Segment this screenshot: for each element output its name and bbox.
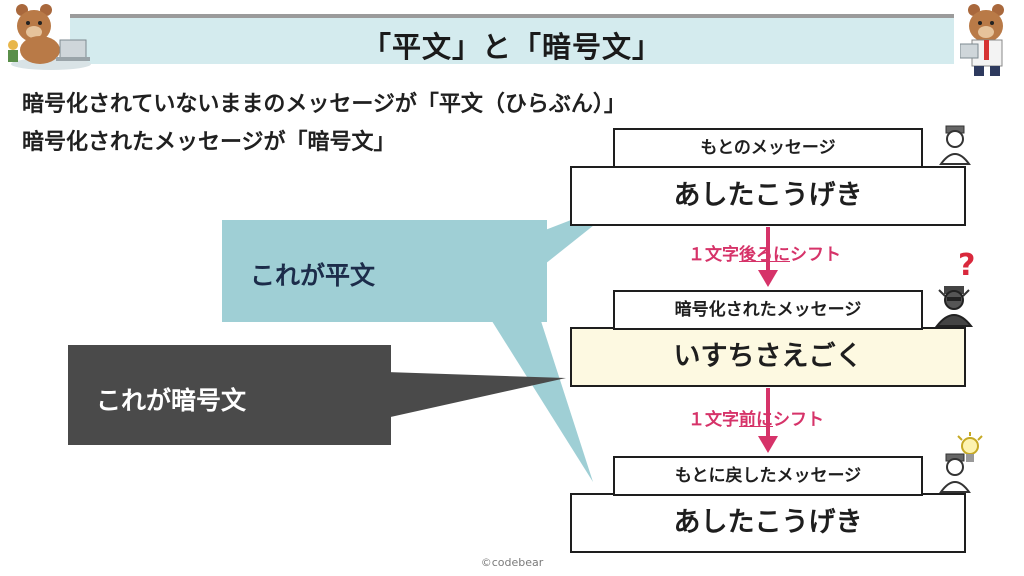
spy-icon xyxy=(934,286,974,327)
ciphertext-callout-text: これが暗号文 xyxy=(96,386,247,415)
ciphertext-callout: これが暗号文 xyxy=(68,345,391,445)
encrypted-message-box: いすちさえごく xyxy=(570,327,966,387)
intro-line-plaintext: 暗号化されていないままのメッセージが「平文（ひらぶん）」 xyxy=(22,92,626,117)
credit-text: ©codebear xyxy=(480,556,544,569)
encrypted-message-label: 暗号化されたメッセージ xyxy=(613,290,923,330)
bear-laptop-right-icon xyxy=(960,4,1004,76)
lightbulb-icon xyxy=(957,432,983,462)
restored-message-label: もとに戻したメッセージ xyxy=(613,456,923,496)
intro-line-ciphertext: 暗号化されたメッセージが「暗号文」 xyxy=(22,130,396,155)
question-mark-icon: ? xyxy=(958,248,976,283)
bear-laptop-left-icon xyxy=(8,4,91,70)
plaintext-callout-text: これが平文 xyxy=(250,261,376,290)
person-icon xyxy=(939,125,971,165)
plain-callout-tail-bottom xyxy=(490,318,593,482)
page-title: 「平文」と「暗号文」 xyxy=(361,30,662,64)
title-banner: 「平文」と「暗号文」 xyxy=(70,14,954,64)
restored-message-box: あしたこうげき xyxy=(570,493,966,553)
person-restored-icon xyxy=(939,453,971,493)
shift-backward-label: １文字後ろにシフト xyxy=(688,245,841,265)
original-message-box: あしたこうげき xyxy=(570,166,966,226)
cipher-callout-tail xyxy=(386,372,566,418)
original-message-label: もとのメッセージ xyxy=(613,128,923,168)
plaintext-callout: これが平文 xyxy=(222,220,547,322)
shift-forward-label: １文字前にシフト xyxy=(688,410,824,430)
